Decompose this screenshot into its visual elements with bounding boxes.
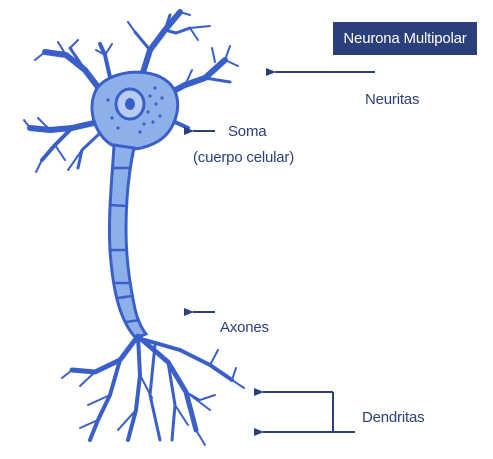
annotation-arrows: [184, 68, 375, 436]
label-neuritas: Neuritas: [365, 91, 420, 108]
label-dendritas: Dendritas: [362, 409, 425, 426]
label-axones: Axones: [220, 319, 269, 336]
axon: [107, 143, 149, 340]
upper-dendrites: [23, 9, 239, 173]
lower-dendrites: [61, 333, 245, 446]
soma-body: [90, 70, 180, 151]
diagram-title: Neurona Multipolar: [333, 22, 477, 55]
label-soma: Soma: [228, 123, 267, 140]
label-soma-subtitle: (cuerpo celular): [193, 149, 295, 166]
